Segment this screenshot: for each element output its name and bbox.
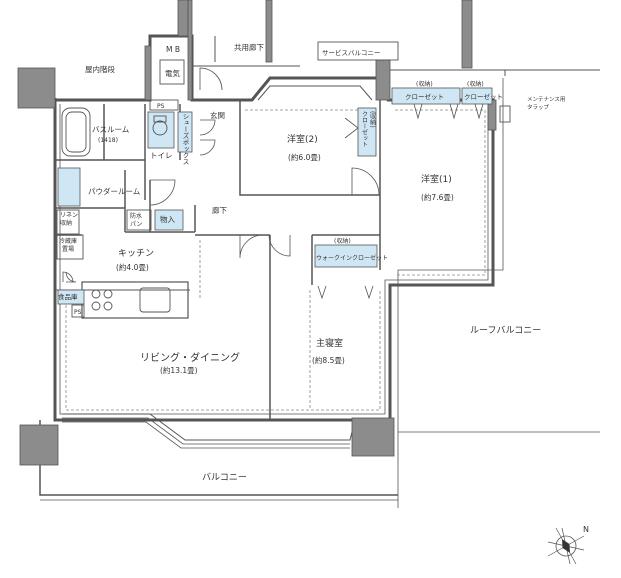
toilet-box xyxy=(147,111,175,149)
label-storage-a: (収納) xyxy=(416,80,433,88)
fridge-space xyxy=(56,234,84,260)
balcony-outline xyxy=(39,420,398,496)
label-master: 主寝室 xyxy=(316,337,343,349)
sink-icon xyxy=(139,287,171,313)
label-yoshitsu2-size: (約6.0畳) xyxy=(288,152,321,162)
wall-blocks xyxy=(17,0,497,466)
label-ps-bottom: PS xyxy=(74,309,82,316)
label-denki: 電気 xyxy=(165,68,180,78)
label-storage-b: (収納) xyxy=(467,80,484,88)
label-mb: M B xyxy=(166,45,180,54)
wic-closet xyxy=(314,244,378,268)
stove-icon xyxy=(91,289,101,299)
label-living-size: (約13.1畳) xyxy=(160,365,198,375)
shoes-box xyxy=(177,111,193,153)
mb-box xyxy=(159,59,185,85)
label-powder-room: パウダールーム xyxy=(88,186,140,196)
label-linen-1: リネン xyxy=(60,212,78,219)
label-bathroom-size: (1418) xyxy=(98,137,118,144)
label-closet-mid-2: クローゼット xyxy=(361,111,368,147)
label-toilet: トイレ xyxy=(150,151,173,160)
label-yoshitsu1: 洋室(1) xyxy=(421,173,452,185)
closet-a xyxy=(391,87,461,105)
walls xyxy=(39,34,600,508)
linen-box xyxy=(56,209,80,235)
label-monoire: 物入 xyxy=(160,214,175,224)
fixtures xyxy=(56,41,511,318)
label-yoshitsu2: 洋室(2) xyxy=(287,133,318,145)
maintenance-ladder xyxy=(499,105,511,123)
label-wic-storage: (収納) xyxy=(334,237,351,245)
label-balcony: バルコニー xyxy=(202,472,247,483)
ps-box-top xyxy=(149,99,179,111)
closet-mid xyxy=(357,107,377,157)
label-maintenance-2: タラップ xyxy=(527,103,550,111)
shokuhinko-box xyxy=(57,289,85,305)
label-wic: ウォークインクローゼット xyxy=(316,254,388,262)
doors xyxy=(62,67,484,300)
label-maintenance-1: メンテナンス用 xyxy=(527,96,565,103)
label-closet-mid-1: (収納) xyxy=(369,111,376,128)
label-roof-balcony: ルーフバルコニー xyxy=(470,325,541,336)
label-roka: 廊下 xyxy=(212,205,227,215)
label-genkan: 玄関 xyxy=(210,110,225,120)
label-closet-a: クローゼット xyxy=(405,92,444,101)
monoire-box xyxy=(154,209,184,231)
dashed-lines xyxy=(65,109,486,411)
toilet-icon xyxy=(152,120,168,136)
label-master-size: (約8.5畳) xyxy=(312,355,345,365)
label-living: リビング・ダイニング xyxy=(140,351,240,364)
kitchen-counter xyxy=(81,281,189,319)
ps-box-bottom xyxy=(71,304,85,318)
label-bosui-1: 防水 xyxy=(130,212,142,220)
label-reizoko-2: 置場 xyxy=(62,245,74,253)
compass-north-label: N xyxy=(583,525,589,534)
label-yoshitsu1-size: (約7.6畳) xyxy=(421,192,454,202)
label-linen-2: 収納 xyxy=(60,219,72,227)
label-bathroom: バスルーム xyxy=(92,125,129,134)
label-reizoko-1: 冷蔵庫 xyxy=(59,237,77,245)
label-shoes-box: シューズボックス xyxy=(181,113,189,165)
label-service-balcony: サービスバルコニー xyxy=(322,48,380,57)
label-kitchen-size: (約4.0畳) xyxy=(116,262,149,272)
bosui-pan xyxy=(126,209,152,231)
label-closet-b: クローゼット xyxy=(464,92,503,101)
bathtub-icon xyxy=(61,107,91,157)
label-ps-top: PS xyxy=(157,103,165,110)
label-bosui-2: パン xyxy=(130,221,142,228)
compass-icon: N xyxy=(547,525,589,565)
label-okunai-kaidan: 屋内階段 xyxy=(85,64,115,74)
labels: M B 電気 共用廊下 サービスバルコニー 屋内階段 PS バスルーム (141… xyxy=(58,42,565,483)
label-kitchen: キッチン xyxy=(118,248,154,259)
label-shokuhinko: 食品庫 xyxy=(58,292,78,301)
closets xyxy=(57,87,493,305)
label-kyoyo-roka: 共用廊下 xyxy=(234,42,264,52)
powder-sink xyxy=(57,167,81,207)
closet-b xyxy=(461,87,493,105)
service-balcony-rail xyxy=(317,41,399,61)
